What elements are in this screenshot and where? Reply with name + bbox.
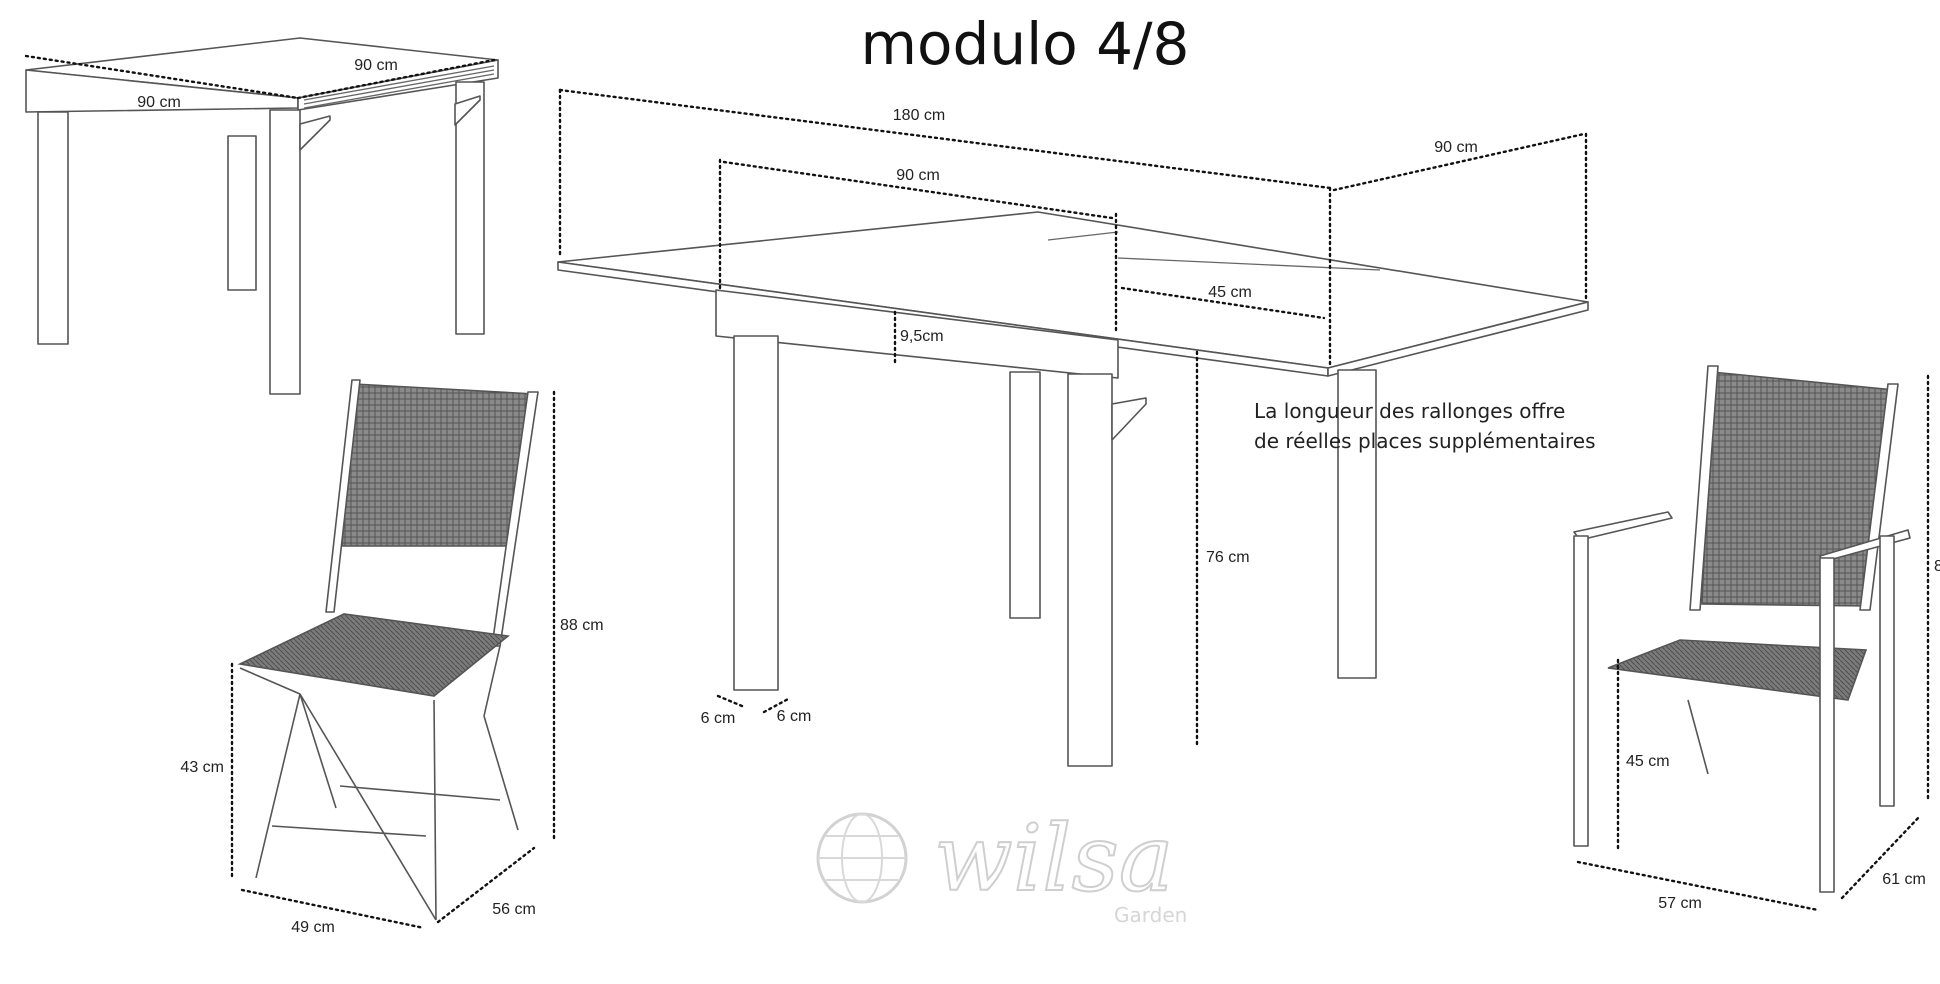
- extended-table-illustration: [557, 211, 1589, 767]
- chair-depth-line: [436, 846, 536, 924]
- armchair-width-label: 57 cm: [1658, 895, 1702, 912]
- armchair-illustration: [1573, 365, 1911, 893]
- extension-note-line-2: de réelles places supplémentaires: [1254, 429, 1596, 453]
- table-center-width-label: 90 cm: [896, 167, 940, 184]
- table-center-width-line: [722, 160, 1114, 220]
- armchair-width-line: [1576, 860, 1820, 912]
- table-height-label: 76 cm: [1206, 549, 1250, 566]
- leg-depth-line: [762, 696, 792, 714]
- extension-note-line-1: La longueur des rallonges offre: [1254, 399, 1565, 423]
- watermark-brand: wilsa: [934, 805, 1174, 912]
- chair-width-line: [240, 888, 426, 930]
- table-total-length-label: 180 cm: [893, 107, 945, 124]
- chair-height-label: 88 cm: [560, 617, 604, 634]
- extension-length-label: 45 cm: [1208, 284, 1252, 301]
- chair-width-label: 49 cm: [291, 919, 335, 936]
- leg-width-line: [716, 694, 744, 708]
- apron-height-label: 9,5cm: [900, 328, 944, 345]
- square-table-width-line: [24, 54, 300, 100]
- leg-depth-label: 6 cm: [777, 708, 812, 725]
- table-depth-label: 90 cm: [1434, 139, 1478, 156]
- chair-depth-label: 56 cm: [492, 901, 536, 918]
- chair-seat-height-label: 43 cm: [180, 759, 224, 776]
- table-depth-line: [1332, 132, 1586, 192]
- armchair-depth-line: [1840, 814, 1922, 900]
- extension-length-line: [1120, 286, 1326, 320]
- square-table-illustration: [25, 37, 499, 395]
- leg-width-label: 6 cm: [701, 710, 736, 727]
- square-table-depth-label: 90 cm: [354, 57, 398, 74]
- armchair-height-label: 8: [1934, 558, 1940, 575]
- armchair-seat-height-label: 45 cm: [1626, 753, 1670, 770]
- table-total-length-line: [558, 88, 1332, 190]
- armchair-depth-label: 61 cm: [1882, 871, 1926, 888]
- folding-chair-illustration: [237, 379, 539, 921]
- wilsa-logo-watermark: wilsa Garden: [816, 804, 1187, 927]
- square-table-width-label: 90 cm: [137, 94, 181, 111]
- watermark-sub: Garden: [1114, 903, 1187, 927]
- diagram-title: modulo 4/8: [861, 10, 1190, 78]
